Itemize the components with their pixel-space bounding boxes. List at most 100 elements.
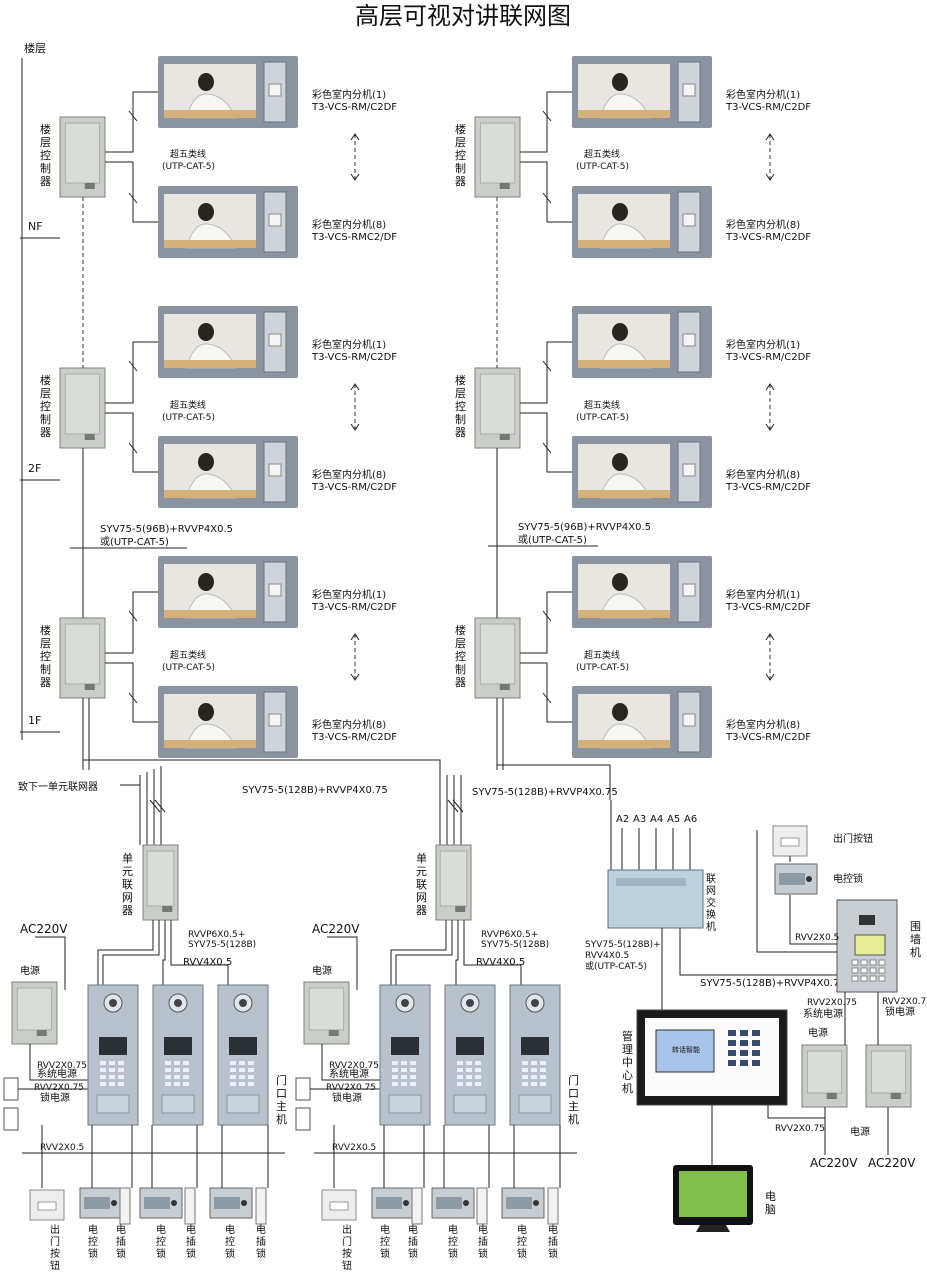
management-center-key: [728, 1060, 736, 1066]
door-station-right-1-key: [410, 1075, 416, 1079]
wall-lock-power-cable: RVV2X0.75: [882, 997, 927, 1007]
door-station-label: 机: [276, 1112, 287, 1126]
floor-controller-label: 器: [40, 175, 51, 188]
management-center-key: [740, 1030, 748, 1036]
riser-cable-label: 或(UTP-CAT-5): [518, 534, 587, 546]
door-station-right-1: [379, 984, 431, 1126]
wall-system-power-panel: [806, 1050, 843, 1094]
door-station-left-3-key: [230, 1075, 236, 1079]
sys-power-wire: [29, 1044, 88, 1081]
management-center-label: 理: [622, 1043, 633, 1056]
arrow-head-up: [765, 633, 775, 641]
door-station-label: 门: [568, 1073, 579, 1087]
switch-port-label: A5: [667, 814, 680, 825]
monitor-right-1f-1-person-head: [612, 573, 628, 591]
cat5-label: 超五类线: [584, 148, 620, 160]
e-lock-label: 控: [517, 1235, 527, 1248]
door-station-right-2-key: [457, 1061, 463, 1065]
cable-tick: [128, 110, 138, 122]
door-station-label: 口: [276, 1087, 287, 1100]
floor-controller-label: 器: [455, 426, 466, 439]
monitor-left-2f-1-table: [164, 360, 256, 368]
door-station-right-2-display: [456, 1037, 484, 1055]
power-supply-right-jack: [328, 1030, 339, 1036]
e-lock-label: 控: [225, 1235, 235, 1248]
monitor-right-nf-8-table: [578, 240, 670, 248]
floor-controller-right-1f: [474, 617, 521, 699]
e-lock-label: 锁: [380, 1247, 390, 1260]
door-station-left-2-card-reader: [161, 1094, 195, 1114]
monitor-left-2f-1: [158, 306, 298, 378]
monitor-1-name: 彩色室内分机(1): [726, 338, 800, 351]
exit-button-label: 出: [50, 1223, 60, 1236]
monitor-right-nf-8: [572, 186, 712, 258]
rvv2-label: RVV2X0.5: [40, 1143, 84, 1153]
wall-unit-lcd: [854, 934, 886, 956]
unit-to-door-1: [97, 920, 154, 985]
e-lock-label: 控: [380, 1235, 390, 1248]
management-center-key: [740, 1040, 748, 1046]
management-center-key: [740, 1060, 748, 1066]
plug-lock-label: 插: [186, 1235, 196, 1248]
door-station-left-1-key: [100, 1075, 106, 1079]
unit-networker-label: 联: [416, 878, 427, 891]
door-station-right-1-key: [410, 1082, 416, 1086]
door-station-left-3-key: [230, 1082, 236, 1086]
cat5-wire-8: [520, 161, 572, 223]
management-center-label: 中: [622, 1056, 633, 1069]
door-station-right-3-key: [540, 1082, 546, 1086]
cat5-label: (UTP-CAT-5): [162, 663, 215, 673]
unit-networker-label: 单: [416, 852, 427, 865]
e-lock-label: 控: [156, 1235, 166, 1248]
door-station-left-2-display: [164, 1037, 192, 1055]
sys-power-label: 系统电源: [37, 1067, 77, 1080]
cable-tick: [542, 360, 552, 372]
door-station-left-2-lens: [174, 999, 182, 1007]
unit-networker-label: 单: [122, 852, 133, 865]
unit-to-door-2: [162, 920, 166, 985]
exit-button-label: 按: [50, 1247, 60, 1260]
wall-lock-power-panel: [870, 1050, 907, 1094]
e-lock-label: 控: [88, 1235, 98, 1248]
door-station-right-3-key: [522, 1082, 528, 1086]
exit-button-label: 门: [50, 1235, 60, 1248]
door-station-left-3-key: [248, 1082, 254, 1086]
monitor-left-nf-1: [158, 56, 298, 128]
monitor-right-nf-1-table: [578, 110, 670, 118]
lock-power-label: 锁电源: [40, 1091, 70, 1104]
door-station-right-3: [509, 984, 561, 1126]
monitor-8-model: T3-VCS-RM/C2DF: [311, 482, 397, 493]
unit-networker-label: 元: [416, 865, 427, 878]
management-center-key: [740, 1050, 748, 1056]
monitor-left-1f-8-table: [164, 740, 256, 748]
door-station-left-2-key: [174, 1075, 180, 1079]
sys-power-cable: RVV2X0.75: [37, 1061, 87, 1071]
electric-lock-left-bolt: [214, 1197, 240, 1209]
monitor-left-nf-1-person-head: [198, 73, 214, 91]
electric-lock-right-bolt: [376, 1197, 402, 1209]
cat5-wire-1: [105, 341, 158, 404]
floor-controller-label: 制: [455, 413, 466, 426]
monitor-8-name: 彩色室内分机(8): [726, 718, 800, 731]
monitor-right-2f-8-table: [578, 490, 670, 498]
switch-cable-label: SYV75-5(128B)+: [585, 940, 661, 950]
monitor-right-1f-1: [572, 556, 712, 628]
floor-controller-label: 楼: [40, 373, 51, 387]
switch-cable-label: RVV4X0.5: [585, 951, 629, 961]
door-station-right-2-lens: [466, 999, 474, 1007]
door-station-left-2-key: [183, 1082, 189, 1086]
door-station-right-2-key: [457, 1082, 463, 1086]
electric-lock-left-keyhole: [171, 1200, 177, 1206]
e-lock-label: 控: [448, 1235, 458, 1248]
ac-wire: [327, 936, 358, 990]
floor-controller-left-nf: [59, 116, 106, 198]
monitor-8-name: 彩色室内分机(8): [726, 468, 800, 481]
floor-controller-left-2f-jack: [84, 434, 95, 440]
floor-controller-left-1f-jack: [84, 684, 95, 690]
arrow-head-down: [765, 673, 775, 681]
monitor-right-nf-8-person-head: [612, 203, 628, 221]
monitor-left-nf-1-table: [164, 110, 256, 118]
door-station-left-2-key: [174, 1061, 180, 1065]
floor-controller-label: 器: [40, 426, 51, 439]
e-lock-label: 锁: [156, 1247, 166, 1260]
